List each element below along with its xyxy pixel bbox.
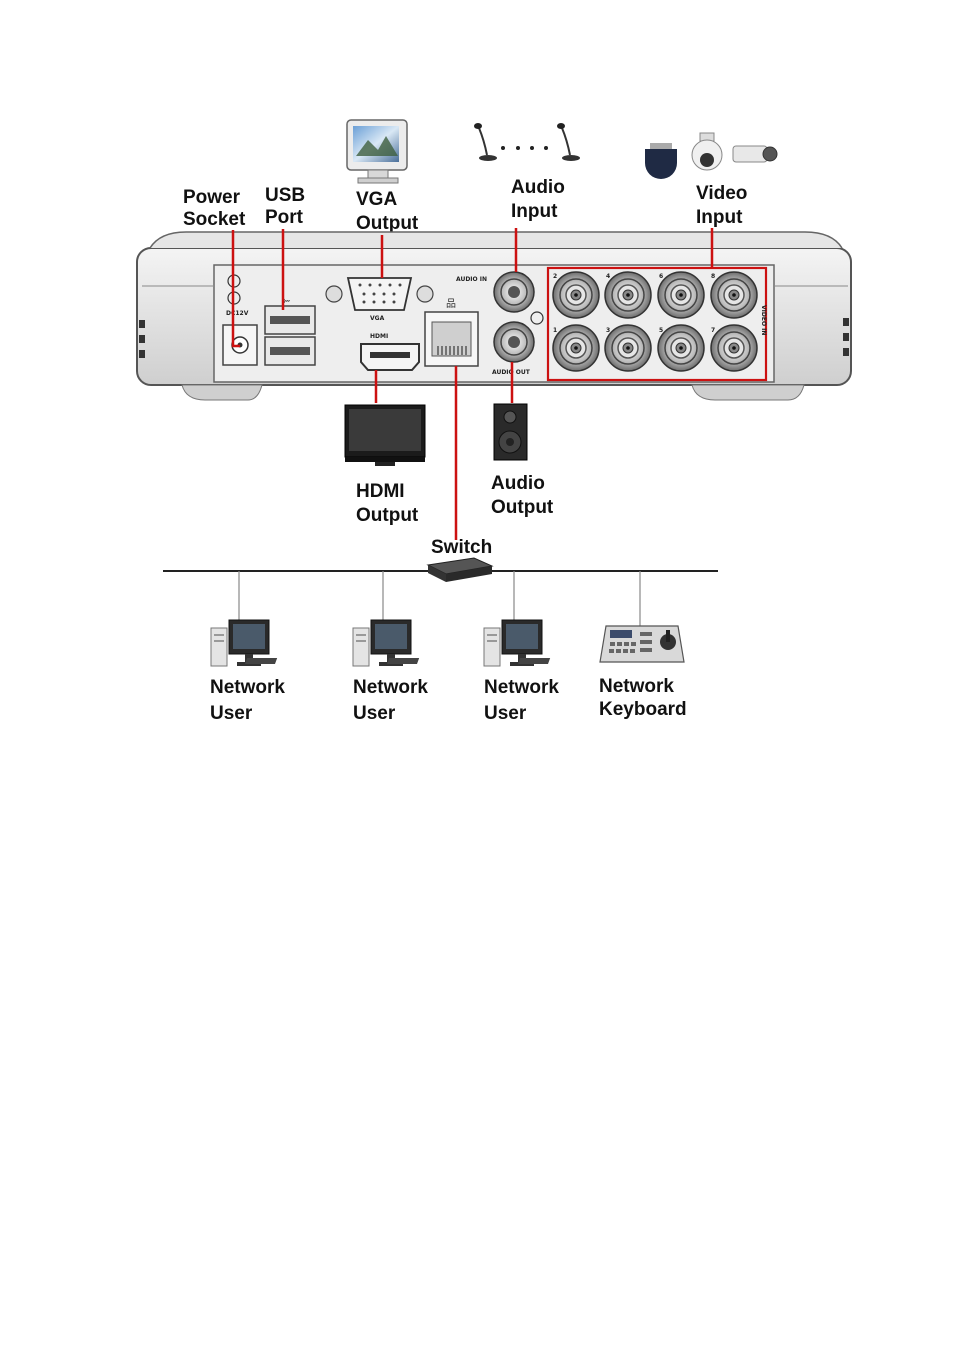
network-user-computer-icon [483, 619, 551, 667]
hdmi-text: HDMI [370, 333, 388, 340]
speaker-icon [493, 403, 528, 461]
callout-lines [231, 228, 714, 540]
channel-1-text: 1 [553, 327, 557, 334]
channel-6-text: 6 [659, 273, 663, 280]
channel-5-text: 5 [659, 327, 663, 334]
vga-monitor-icon [346, 119, 408, 184]
channel-3-text: 3 [606, 327, 610, 334]
camera-icon [645, 132, 778, 179]
network-user-computer-icon [210, 619, 278, 667]
network-keyboard-icon [599, 625, 685, 663]
bnc-port-2 [552, 271, 600, 319]
bnc-port-6 [657, 271, 705, 319]
hdmi-tv-icon [344, 404, 426, 466]
video-in-text: VIDEO IN [760, 305, 767, 335]
channel-8-text: 8 [711, 273, 715, 280]
channel-2-text: 2 [553, 273, 557, 280]
bnc-port-7 [710, 324, 758, 372]
bnc-port-1 [552, 324, 600, 372]
dc-text: DC12V [226, 310, 249, 317]
bnc-port-5 [657, 324, 705, 372]
audio-in-port [493, 271, 535, 313]
switch-label: Switch [431, 537, 492, 558]
microphone-icon [474, 123, 580, 161]
bnc-port-8 [710, 271, 758, 319]
vga-port [346, 277, 413, 311]
video-input-group [546, 266, 768, 382]
switch-icon [426, 557, 494, 582]
bnc-port-4 [604, 271, 652, 319]
usb-icon: ⇜ [282, 296, 290, 307]
bnc-port-3 [604, 324, 652, 372]
channel-4-text: 4 [606, 273, 610, 280]
vga-text: VGA [370, 315, 385, 322]
dvr-rear-panel: DC12V ⇜ VGA HDMI 品 AUDIO [136, 231, 852, 401]
network-icon: 品 [446, 298, 456, 310]
audio-in-text: AUDIO IN [456, 276, 487, 283]
audio-out-port [493, 321, 535, 363]
network-user-computer-icon [352, 619, 420, 667]
channel-7-text: 7 [711, 327, 715, 334]
